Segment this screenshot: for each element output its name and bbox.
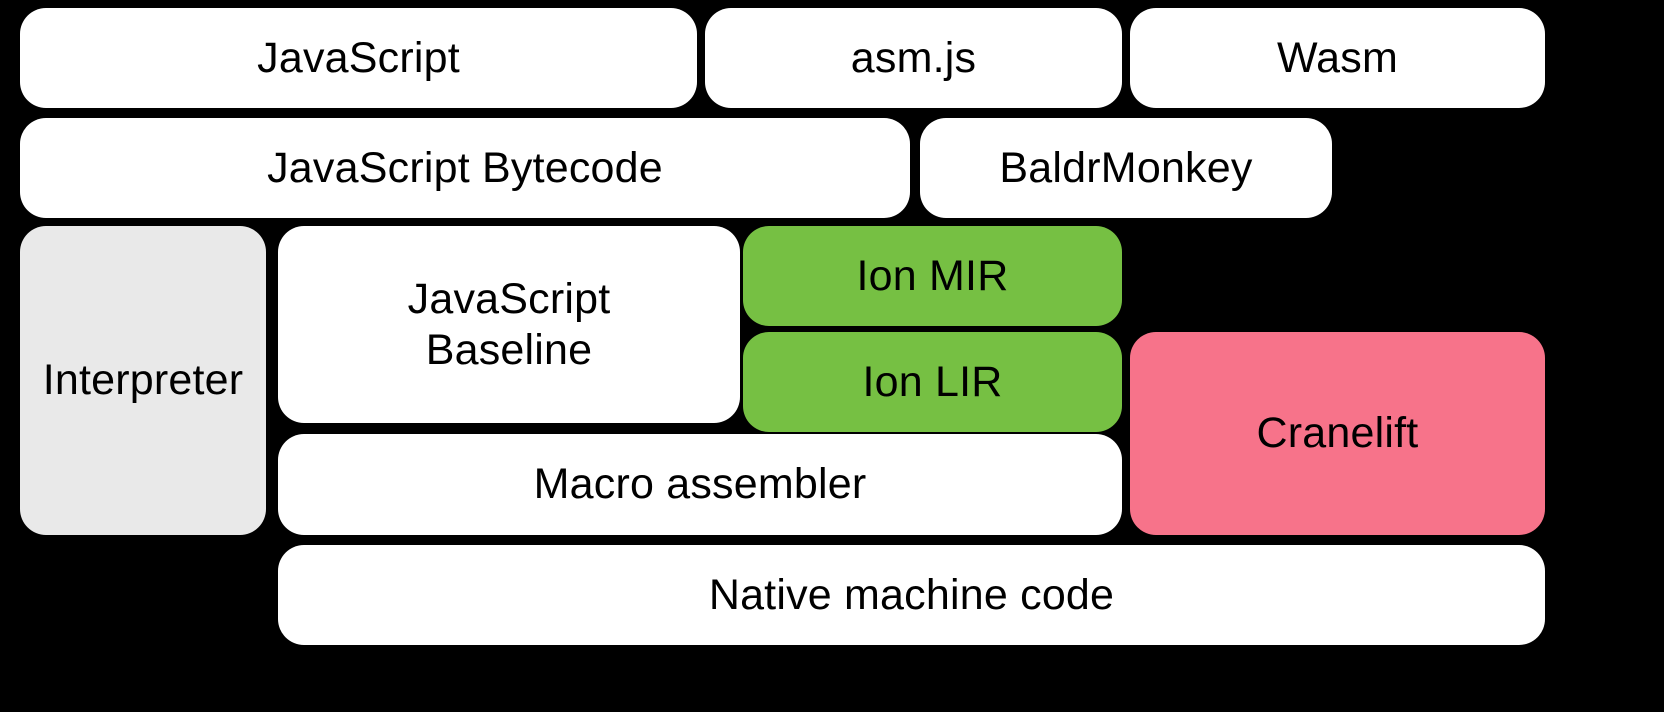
box-javascript-baseline: JavaScript Baseline: [278, 226, 740, 423]
box-javascript: JavaScript: [20, 8, 697, 108]
box-ion-lir: Ion LIR: [743, 332, 1122, 432]
box-javascript-bytecode: JavaScript Bytecode: [20, 118, 910, 218]
box-wasm: Wasm: [1130, 8, 1545, 108]
box-asm-js: asm.js: [705, 8, 1122, 108]
box-macro-assembler: Macro assembler: [278, 434, 1122, 535]
box-ion-mir: Ion MIR: [743, 226, 1122, 326]
box-native-machine-code: Native machine code: [278, 545, 1545, 645]
box-interpreter: Interpreter: [20, 226, 266, 535]
box-cranelift: Cranelift: [1130, 332, 1545, 535]
box-baldrmonkey: BaldrMonkey: [920, 118, 1332, 218]
